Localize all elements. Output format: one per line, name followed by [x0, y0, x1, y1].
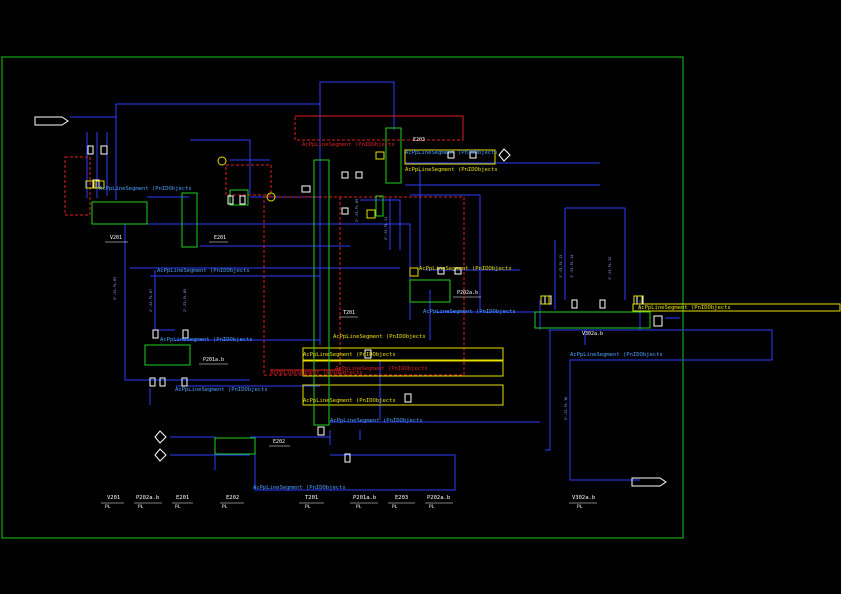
- tag-v201: V201: [110, 235, 122, 241]
- annotation: AcPpLineSegment (PnIDObjects: [303, 352, 396, 358]
- svg-text:2"-S3-PL-09: 2"-S3-PL-09: [355, 199, 359, 222]
- vessel-v201: [91, 201, 148, 225]
- annotation: AcPpLineSegment (PnIDObjects: [570, 352, 663, 358]
- pump-p202: [409, 279, 451, 303]
- annotation: AcPpLineSegment (PnIDObjects: [405, 150, 498, 156]
- legend-sub: PL: [305, 504, 311, 510]
- svg-text:1"-S3-PL-13: 1"-S3-PL-13: [559, 255, 563, 278]
- annotation: AcPpLineSegment (PnIDObjects: [333, 334, 426, 340]
- tag-t201: T201: [343, 310, 355, 316]
- annotation: AcPpLineSegment (PnIDObjects: [303, 398, 396, 404]
- annotation: AcPpLineSegment (PnIDObjects: [160, 337, 253, 343]
- annotation: AcPpLineSegment (PnIDObjects: [302, 142, 395, 148]
- legend-sub: PL: [392, 504, 398, 510]
- annotation: AcPpLineSegment (PnIDObjects: [330, 418, 423, 424]
- legend-tag: E203: [395, 495, 408, 501]
- legend-tag: P202a.b: [427, 495, 450, 501]
- yellow-markers: [85, 151, 643, 305]
- tag-e203: E203: [413, 137, 425, 143]
- annotation: AcPpLineSegment (PnIDObjects: [270, 370, 363, 376]
- svg-text:2"-S3-PL-07: 2"-S3-PL-07: [149, 289, 153, 312]
- column-t201: [313, 159, 330, 426]
- annotation: AcPpLineSegment (PnIDObjects: [405, 167, 498, 173]
- off-page-connectors: [34, 116, 667, 487]
- instruments: [87, 145, 663, 463]
- legend-tag: E202: [226, 495, 239, 501]
- tag-e201: E201: [214, 235, 226, 241]
- legend-sub: PL: [356, 504, 362, 510]
- annotation: AcPpLineSegment (PnIDObjects: [253, 485, 346, 491]
- bottom-legend: V201 PL P202a.b PL E201 PL E202 PL T201 …: [105, 495, 595, 510]
- annotation: AcPpLineSegment (PnIDObjects: [175, 387, 268, 393]
- tag-p202ab: P202a.b: [457, 290, 478, 296]
- equipment-tags: V201 E201 E203 T201 P202a.b P201a.b E202…: [110, 137, 603, 445]
- tag-e202: E202: [273, 439, 285, 445]
- legend-tag: E201: [176, 495, 189, 501]
- tag-v302ab: V302a.b: [582, 331, 603, 337]
- legend-tag: V201: [107, 495, 120, 501]
- vessel-v302: [534, 311, 651, 329]
- svg-text:2"-S3-PL-05: 2"-S3-PL-05: [183, 289, 187, 312]
- svg-text:2"-S3-PL-16: 2"-S3-PL-16: [564, 397, 568, 420]
- legend-tag: V302a.b: [572, 495, 595, 501]
- legend-sub: PL: [175, 504, 181, 510]
- legend-sub: PL: [105, 504, 111, 510]
- equipment-shapes: [91, 127, 651, 455]
- svg-text:1"-S3-PL-14: 1"-S3-PL-14: [570, 255, 574, 278]
- legend-tag: P201a.b: [353, 495, 376, 501]
- tag-p201ab: P201a.b: [203, 357, 224, 363]
- exchanger-e202: [214, 437, 256, 455]
- svg-text:3"-S3-PL-03: 3"-S3-PL-03: [113, 277, 117, 300]
- pump-p201: [144, 344, 191, 366]
- annotation: AcPpLineSegment (PnIDObjects: [99, 186, 192, 192]
- annotation: AcPpLineSegment (PnIDObjects: [157, 268, 250, 274]
- svg-text:1"-S3-PL-15: 1"-S3-PL-15: [608, 257, 612, 280]
- annotation: AcPpLineSegment (PnIDObjects: [335, 366, 428, 372]
- annotation-texts: AcPpLineSegment (PnIDObjects AcPpLineSeg…: [99, 142, 731, 491]
- exchanger-e203: [385, 127, 402, 184]
- line-number-labels: 3"-S3-PL-03 2"-S3-PL-07 2"-S3-PL-05 2"-S…: [113, 199, 612, 420]
- svg-text:2"-S3-PL-11: 2"-S3-PL-11: [384, 217, 388, 240]
- annotation-boxes: [302, 149, 841, 406]
- legend-sub: PL: [429, 504, 435, 510]
- legend-sub: PL: [138, 504, 144, 510]
- legend-sub: PL: [577, 504, 583, 510]
- process-piping: [70, 81, 773, 491]
- legend-tag: T201: [305, 495, 318, 501]
- legend-sub: PL: [222, 504, 228, 510]
- legend-tag: P202a.b: [136, 495, 159, 501]
- exchanger-e201: [181, 192, 198, 248]
- annotation: AcPpLineSegment (PnIDObjects: [419, 266, 512, 272]
- annotation: AcPpLineSegment (PnIDObjects: [638, 305, 731, 311]
- annotation: AcPpLineSegment (PnIDObjects: [423, 309, 516, 315]
- drawing-frame: [1, 56, 684, 539]
